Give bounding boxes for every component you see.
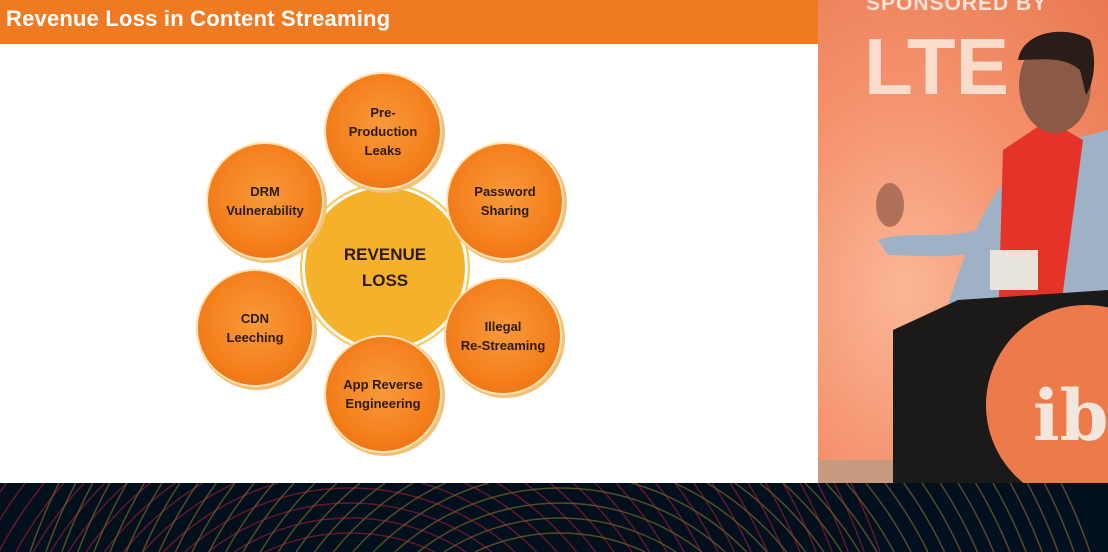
- sponsor-text: SPONSORED BY: [866, 0, 1048, 15]
- sponsor-logo: LTE: [864, 22, 1010, 111]
- footer-arc: [184, 487, 516, 552]
- footer-arc: [158, 483, 962, 552]
- footer-arc: [174, 483, 946, 552]
- footer-arc: [259, 483, 861, 552]
- footer-arc: [764, 483, 801, 552]
- footer-arc: [799, 483, 833, 552]
- footer-arc: [67, 483, 633, 552]
- node-text: Vulnerability: [226, 203, 304, 218]
- footer-arc: [394, 487, 726, 552]
- footer-arc: [264, 532, 436, 552]
- footer-arc: [191, 483, 929, 552]
- footer-arc: [372, 483, 748, 552]
- node-drm-vulnerability: DRM Vulnerability: [208, 144, 322, 258]
- speaker-badge: [990, 250, 1038, 290]
- node-text: App Reverse: [343, 377, 423, 392]
- node-text: Leeching: [226, 330, 284, 345]
- footer-arc: [747, 483, 785, 552]
- speaker-hair: [1018, 31, 1095, 95]
- speaker-video-feed: SPONSORED BY LTE ib: [818, 0, 1108, 483]
- footer-arc: [295, 483, 825, 552]
- slide-title: Revenue Loss in Content Streaming: [6, 6, 391, 31]
- node-text: Production: [348, 123, 418, 139]
- footer-arc: [277, 483, 843, 552]
- footer-arc: [711, 483, 752, 552]
- footer-arc: [103, 483, 597, 552]
- presentation-slide: Revenue Loss in Content Streaming REVENU…: [0, 0, 818, 483]
- slide-title-bar: Revenue Loss in Content Streaming: [0, 0, 818, 44]
- center-line2: LOSS: [361, 271, 409, 290]
- footer-arc: [109, 483, 1011, 552]
- footer-arc: [474, 532, 646, 552]
- footer-arc: [242, 483, 878, 552]
- footer-arc: [141, 483, 979, 552]
- footer-arc: [77, 483, 1043, 552]
- footer-arc: [729, 483, 769, 552]
- footer-arc: [417, 502, 703, 552]
- node-text: Illegal: [484, 319, 522, 334]
- node-text: DRM: [250, 184, 280, 199]
- node-text: Engineering: [345, 396, 421, 411]
- footer-arc: [443, 517, 677, 552]
- node-text: CDN: [240, 311, 270, 326]
- node-text: Sharing: [480, 203, 530, 218]
- node-text: Pre-: [370, 104, 396, 120]
- node-text: Leaks: [364, 142, 402, 158]
- center-line1: REVENUE: [343, 245, 427, 264]
- speaker-illustration: ib: [818, 31, 1108, 483]
- footer-arc: [332, 483, 788, 552]
- footer-arc: [352, 483, 768, 552]
- footer-arc: [0, 483, 736, 552]
- footer-arc: [0, 483, 719, 552]
- footer-arc: [15, 483, 685, 552]
- footer-arc: [207, 502, 493, 552]
- footer-arc: [225, 483, 895, 552]
- speaker-hand: [876, 183, 904, 227]
- node-text: Re-Streaming: [460, 338, 546, 353]
- podium-logo-circle: [986, 305, 1108, 483]
- footer-arc: [782, 483, 817, 552]
- node-cdn-leeching: CDN Leeching: [198, 271, 312, 385]
- node-text: Password: [474, 184, 536, 199]
- decorative-footer-band: [0, 483, 1108, 552]
- footer-arc: [208, 483, 912, 552]
- footer-arc-pattern: [0, 483, 1091, 552]
- footer-arc: [313, 483, 807, 552]
- podium-logo: ib: [1033, 374, 1108, 457]
- footer-arc: [233, 517, 467, 552]
- center-node-revenue-loss: REVENUE LOSS: [305, 188, 465, 348]
- footer-arc: [49, 483, 651, 552]
- footer-arc: [32, 483, 668, 552]
- footer-arc: [93, 483, 1027, 552]
- footer-arc: [125, 483, 995, 552]
